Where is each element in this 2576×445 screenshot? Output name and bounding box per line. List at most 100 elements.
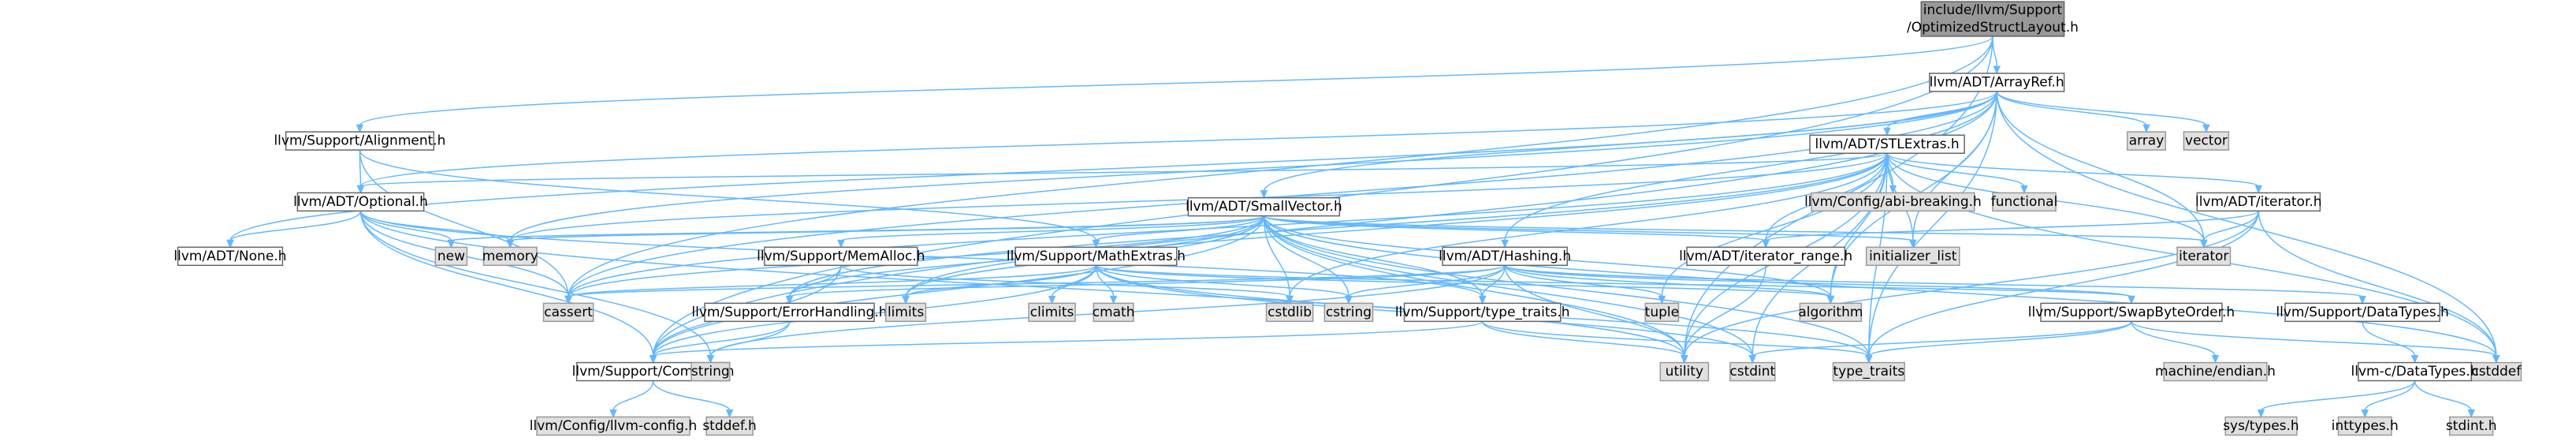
node-box xyxy=(885,302,927,323)
edge-line xyxy=(229,91,1997,241)
edge-arrowhead xyxy=(2410,355,2419,364)
edge-line xyxy=(1996,91,2497,357)
node-box xyxy=(2284,302,2440,323)
node-arrayref[interactable]: llvm/ADT/ArrayRef.h xyxy=(1929,73,2065,92)
node-label: /OptimizedStructLayout.h xyxy=(1907,20,2079,36)
node-typetraits: type_traits xyxy=(1832,361,1905,382)
node-mathextras[interactable]: llvm/Support/MathExtras.h xyxy=(1007,246,1186,267)
edge-arrowhead xyxy=(1762,239,1770,249)
node-label: algorithm xyxy=(1798,305,1863,320)
node-label: climits xyxy=(1030,305,1074,320)
edge-smallvector-to-initlist xyxy=(1263,215,1917,249)
node-box xyxy=(2224,416,2298,436)
edge-arrowhead xyxy=(725,409,734,418)
node-label: type_traits xyxy=(1833,364,1904,380)
node-optional[interactable]: llvm/ADT/Optional.h xyxy=(293,192,428,212)
node-stdint: stdint.h xyxy=(2446,416,2497,436)
node-none[interactable]: llvm/ADT/None.h xyxy=(173,246,287,267)
node-box xyxy=(1403,302,1562,323)
edge-arrowhead xyxy=(706,355,715,364)
edge-smallvector-to-new xyxy=(447,215,1265,249)
node-label: llvm/Support/ErrorHandling.h xyxy=(691,305,887,320)
edge-line xyxy=(2258,211,2497,357)
node-label: cassert xyxy=(544,305,593,320)
edge-line xyxy=(1996,91,2147,126)
edge-line xyxy=(359,149,1097,241)
node-label: stdint.h xyxy=(2446,418,2497,434)
edge-arrowhead xyxy=(2127,295,2135,305)
node-label: inttypes.h xyxy=(2332,418,2399,434)
edge-stlextras-to-iteratorh xyxy=(1886,152,2263,194)
edge-swapbyteorder-to-typetraits xyxy=(1865,320,2132,364)
edge-line xyxy=(1684,211,2260,357)
edge-mathextras-to-limits xyxy=(902,264,1097,305)
edge-arrowhead xyxy=(1883,127,1891,136)
edge-line xyxy=(568,153,1888,297)
edge-hashing-to-cstring xyxy=(1345,265,1506,305)
edge-line xyxy=(359,150,569,297)
node-vector: vector xyxy=(2183,131,2230,151)
node-iterator: iterator xyxy=(2176,246,2232,267)
edge-line xyxy=(1684,265,1766,357)
node-label: cstring xyxy=(1326,305,1372,320)
node-smallvector[interactable]: llvm/ADT/SmallVector.h xyxy=(1186,196,1342,217)
edge-line xyxy=(1504,265,1663,298)
node-inttypes: inttypes.h xyxy=(2332,416,2399,436)
edge-arrowhead xyxy=(1826,295,1835,305)
node-box xyxy=(1809,134,1965,155)
node-root[interactable]: include/llvm/Support/OptimizedStructLayo… xyxy=(1907,1,2079,37)
node-iterrange[interactable]: llvm/ADT/iterator_range.h xyxy=(1679,246,1852,267)
node-box xyxy=(1992,192,2057,212)
edge-arrowhead xyxy=(2211,355,2220,364)
edge-arrowhead xyxy=(1658,295,1666,305)
node-label: llvm/Support/MemAlloc.h xyxy=(757,249,925,264)
node-box xyxy=(1093,302,1134,323)
node-box xyxy=(1659,361,1710,382)
node-alignment[interactable]: llvm/Support/Alignment.h xyxy=(274,131,445,151)
node-box xyxy=(2196,192,2321,212)
node-datatypes[interactable]: llvm/Support/DataTypes.h xyxy=(2276,302,2449,323)
node-swapbyteorder[interactable]: llvm/Support/SwapByteOrder.h xyxy=(2028,302,2235,323)
edge-arrowhead xyxy=(1109,295,1118,305)
node-tuple: tuple xyxy=(1644,302,1680,323)
node-utility: utility xyxy=(1659,361,1710,382)
edge-line xyxy=(568,36,1993,297)
edge-line xyxy=(652,215,1265,357)
node-memory: memory xyxy=(482,246,538,267)
edge-line xyxy=(359,36,1993,126)
node-label: cmath xyxy=(1093,305,1135,320)
edge-line xyxy=(1912,91,1997,241)
edge-line xyxy=(652,320,1483,357)
edge-arrowhead xyxy=(1993,65,2001,75)
node-initlist: initializer_list xyxy=(1865,246,1960,267)
node-stlextras[interactable]: llvm/ADT/STLExtras.h xyxy=(1809,134,1965,155)
node-box xyxy=(1442,246,1568,267)
edge-line xyxy=(1095,264,2132,298)
edge-line xyxy=(1661,153,1888,297)
edge-arrowhead xyxy=(2358,295,2366,305)
node-box xyxy=(764,246,918,267)
edge-line xyxy=(1095,264,1349,298)
node-iteratorh[interactable]: llvm/ADT/iterator.h xyxy=(2195,192,2322,212)
node-array: array xyxy=(2126,131,2166,151)
node-cdatatypes[interactable]: llvm-c/DataTypes.h xyxy=(2351,361,2479,382)
node-systypes: sys/types.h xyxy=(2223,416,2299,436)
edge-line xyxy=(509,91,1997,241)
edge-line xyxy=(652,321,791,357)
node-hashing[interactable]: llvm/ADT/Hashing.h xyxy=(1439,246,1571,267)
node-label: llvm/ADT/Hashing.h xyxy=(1439,249,1571,264)
edge-stlextras-to-optional xyxy=(356,152,1888,194)
node-errorhandling[interactable]: llvm/Support/ErrorHandling.h xyxy=(691,302,888,323)
edge-arrowhead xyxy=(1501,239,1509,249)
node-label: machine/endian.h xyxy=(2155,364,2276,380)
node-label: llvm/ADT/iterator.h xyxy=(2195,194,2322,210)
node-memalloc[interactable]: llvm/Support/MemAlloc.h xyxy=(757,246,925,267)
edge-arrayref-to-hashing xyxy=(1501,91,1997,249)
node-box xyxy=(2183,131,2230,151)
node-llvmconfig: llvm/Config/llvm-config.h xyxy=(530,416,697,436)
node-typetraitsh[interactable]: llvm/Support/type_traits.h xyxy=(1395,302,1570,323)
edge-arrayref-to-vector xyxy=(1996,91,2210,133)
edge-line xyxy=(2362,321,2416,357)
edge-line xyxy=(1886,152,2260,188)
